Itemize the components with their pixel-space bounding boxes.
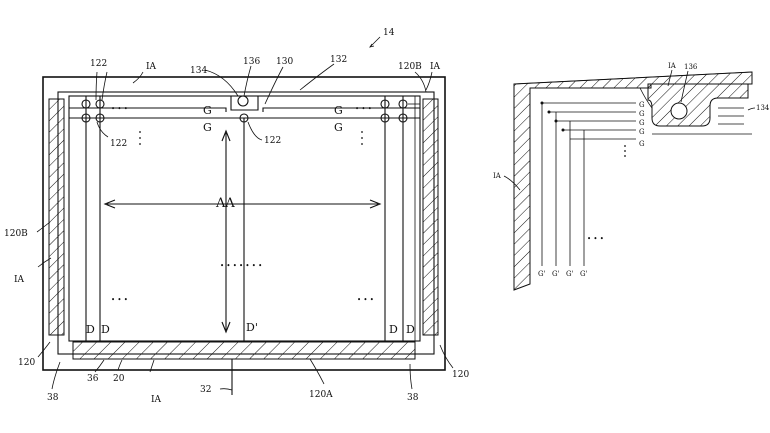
detail-g-row-3: G [639, 119, 645, 127]
gate-label-top-right: G [334, 104, 343, 117]
bottom-hatched-strip [72, 341, 416, 360]
vertical-dots [139, 131, 363, 145]
main-figure: 14 IA IA 120B 122 134 136 130 132 122 12… [4, 28, 469, 405]
data-label-1: D [86, 323, 95, 336]
ref-130-label: 130 [276, 57, 293, 67]
via-circle [81, 99, 91, 109]
detail-hole-circle [670, 102, 688, 120]
ref-ia-bottom-label: IA [151, 395, 162, 405]
ref-120a-label: 120A [309, 390, 333, 400]
display-panel-border [57, 91, 435, 355]
detail-dots-right: • • • [587, 235, 604, 243]
detail-g-prime-1: G' [538, 270, 546, 278]
via-circle [398, 99, 408, 109]
ref-120b-left-label: 120B [4, 229, 28, 239]
dots-top-left: • • • [111, 105, 128, 113]
detail-g-row-4: G [639, 128, 645, 136]
detail-g-prime-2: G' [552, 270, 560, 278]
via-circle [95, 99, 105, 109]
ref-20-label: 20 [113, 374, 125, 384]
data-label-2: D [101, 323, 110, 336]
detail-ref-136: 136 [684, 63, 698, 71]
detail-ref-134: 134 [756, 104, 770, 112]
detail-outer-boundary [513, 71, 753, 290]
detail-g-row-2: G [639, 110, 645, 118]
detail-g-row-1: G [639, 101, 645, 109]
dots-center: • • • • • • • [220, 262, 262, 270]
data-label-3: D [389, 323, 398, 336]
ref-136-label: 136 [243, 57, 260, 67]
ref-132-label: 132 [330, 55, 347, 65]
ref-38-right-label: 38 [407, 393, 419, 403]
ref-32-label: 32 [200, 385, 211, 395]
via-circle [81, 113, 91, 123]
dots-bottom-right: • • • [357, 296, 374, 304]
right-hatched-strip [422, 98, 439, 336]
via-circle [239, 113, 249, 123]
ref-120-left-label: 120 [18, 358, 35, 368]
dots-top-right: • • • [355, 105, 372, 113]
data-label-4: D [406, 323, 415, 336]
left-hatched-strip [48, 98, 65, 336]
detail-vertical-lines [541, 103, 585, 266]
detail-ref-ia-left: IA [493, 172, 502, 180]
ref-134-label: 134 [190, 66, 207, 76]
ref-38-left-label: 38 [47, 393, 59, 403]
detail-g-row-5: G [639, 140, 645, 148]
gate-label-second-right: G [334, 121, 343, 134]
notch-outline [69, 95, 420, 111]
gate-label-top-mid: G [203, 104, 212, 117]
ref-ia-top-label: IA [146, 62, 157, 72]
via-circle [380, 99, 390, 109]
detail-g-prime-3: G' [566, 270, 574, 278]
via-circle [398, 113, 408, 123]
detail-notch-hatched [647, 83, 749, 127]
leader-lines [36, 36, 454, 391]
detail-gate-lines [540, 101, 636, 140]
gate-line-top [69, 107, 420, 112]
ref-122-top-label: 122 [90, 59, 107, 69]
detail-hatched-border [513, 71, 753, 291]
notch-hole-circle [237, 95, 249, 107]
ref-ia-top-right-label: IA [430, 62, 441, 72]
active-area-label: AA [215, 196, 235, 211]
active-area-arrows [103, 129, 382, 334]
via-circle [95, 113, 105, 123]
dots-bottom-left: • • • [111, 296, 128, 304]
detail-g-prime-4: G' [580, 270, 588, 278]
ref-122-left-lower-label: 122 [110, 139, 127, 149]
data-label-d-prime: D' [246, 321, 258, 334]
via-circles [81, 95, 408, 123]
outer-housing-border [42, 76, 446, 371]
via-circle [380, 113, 390, 123]
ref-120-right-label: 120 [452, 370, 469, 380]
detail-ref-ia-top: IA [668, 62, 677, 70]
detail-figure: IA 136 134 IA G G G G G G' G' G' G' • • … [493, 62, 770, 291]
ref-36-label: 36 [87, 374, 99, 384]
ref-14-label: 14 [383, 28, 395, 38]
detail-vertical-dots [624, 145, 626, 157]
ref-ia-left-label: IA [14, 275, 25, 285]
gate-label-second-mid: G [203, 121, 212, 134]
ref-120b-right-label: 120B [398, 62, 422, 72]
ref-122-center-label: 122 [264, 136, 281, 146]
